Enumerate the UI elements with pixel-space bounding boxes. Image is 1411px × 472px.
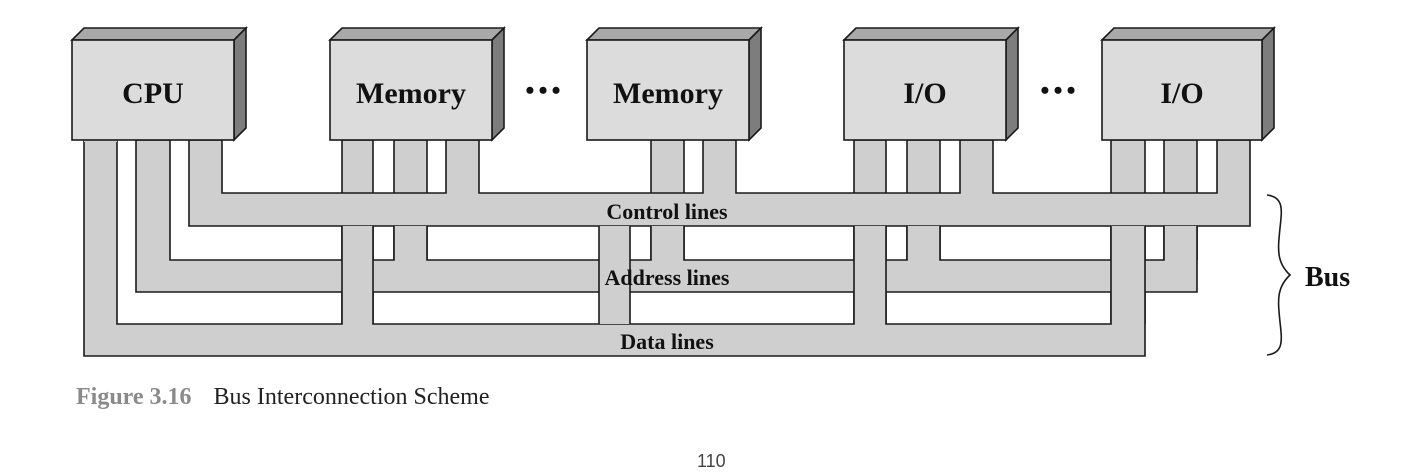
memory-module-1: Memory	[328, 26, 506, 142]
bus-wires	[83, 139, 1251, 357]
io-2-data-drop	[1111, 226, 1145, 324]
cpu-module: CPU	[70, 26, 248, 142]
memory-2-label: Memory	[613, 77, 723, 110]
figure-title: Bus Interconnection Scheme	[213, 384, 490, 410]
io-2-address-drop	[1164, 226, 1197, 260]
memory-ellipsis: •••	[525, 76, 564, 105]
figure-number: Figure 3.16	[76, 384, 192, 410]
memory-2-address-drop	[651, 226, 684, 260]
data-lines-label: Data lines	[620, 329, 714, 354]
modules: CPU Memory Memory I/O I/O	[70, 26, 1276, 142]
memory-1-label: Memory	[356, 77, 466, 110]
io-1-data-drop	[854, 226, 886, 324]
memory-module-2: Memory	[585, 26, 763, 142]
control-lines-label: Control lines	[606, 199, 728, 224]
bus-brace	[1266, 194, 1292, 356]
memory-1-data-drop	[342, 226, 373, 324]
memory-1-address-drop	[394, 226, 427, 260]
io-module-1: I/O	[842, 26, 1020, 142]
figure-caption: Figure 3.16 Bus Interconnection Scheme	[76, 384, 489, 411]
cpu-label: CPU	[122, 77, 184, 110]
address-lines-label: Address lines	[605, 265, 730, 290]
page-number: 110	[697, 451, 726, 471]
bus-label: Bus	[1305, 262, 1350, 293]
memory-2-data-drop	[599, 226, 630, 324]
io-2-label: I/O	[1160, 77, 1203, 110]
io-1-label: I/O	[903, 77, 946, 110]
cpu-data-drop	[84, 140, 117, 142]
io-1-address-drop	[907, 226, 940, 260]
io-ellipsis: •••	[1040, 76, 1079, 105]
io-module-2: I/O	[1100, 26, 1276, 142]
